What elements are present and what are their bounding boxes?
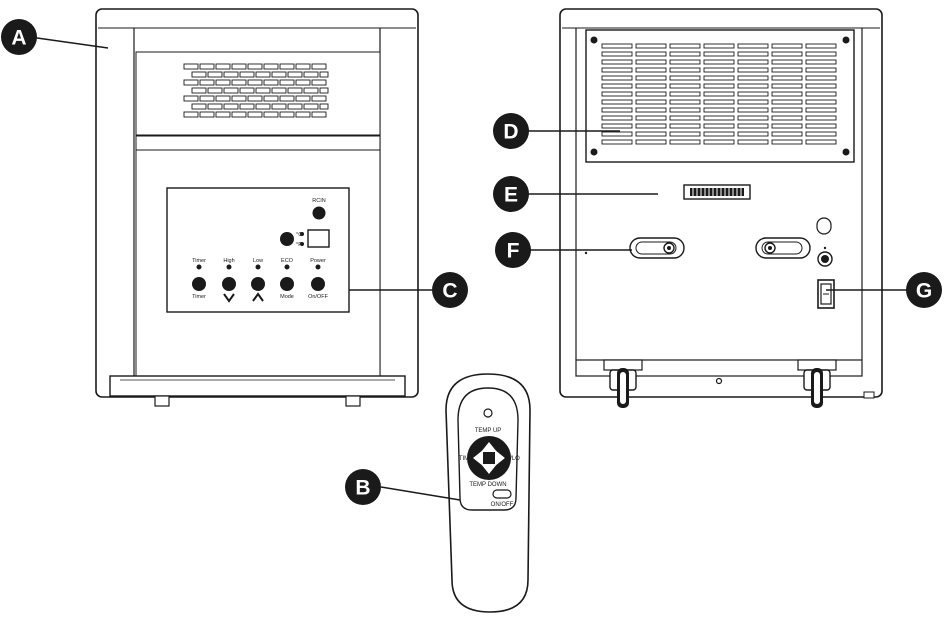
heater-front-view: RCIN °C °F Timer High Low ECO Power — [95, 8, 419, 407]
mode-button-label: Mode — [280, 294, 294, 300]
cord-outlet — [816, 217, 832, 235]
temp-up-button — [251, 277, 265, 291]
chevron-up-icon — [252, 292, 264, 302]
callout-a: A — [1, 19, 37, 55]
remote-d-pad — [467, 436, 511, 480]
fahrenheit-indicator: °F — [296, 242, 302, 248]
on-off-button-label: On/OFF — [308, 294, 329, 300]
display-knob — [280, 232, 294, 246]
callout-f-label: F — [507, 240, 520, 263]
arrow-left-icon — [473, 450, 483, 466]
callout-b-label: B — [355, 477, 370, 500]
cord-wrap-right — [755, 237, 811, 259]
main-power-switch — [817, 279, 835, 309]
leader-lines — [29, 36, 910, 501]
callout-g-label: G — [916, 280, 932, 303]
front-left-foot — [154, 395, 170, 407]
celsius-indicator: °C — [296, 232, 302, 238]
callout-d-label: D — [503, 121, 518, 144]
mode-button — [280, 277, 294, 291]
indicator-low-label: Low — [253, 258, 263, 264]
remote-on-off-button — [492, 489, 512, 499]
arrow-right-icon — [495, 450, 505, 466]
remote-ir-sensor — [483, 408, 493, 418]
remote-control: TEMP UP TIME HI/LO TEMP DOWN ON/OFF — [445, 373, 531, 613]
callout-c: C — [432, 272, 468, 308]
indicator-eco-label: ECO — [281, 258, 294, 264]
arrow-up-icon — [481, 442, 497, 452]
heater-back-view — [559, 8, 883, 408]
caster-left — [603, 359, 643, 408]
cord-wrap-left — [629, 237, 685, 259]
on-off-button — [311, 277, 325, 291]
back-air-intake-grille — [585, 29, 855, 163]
callout-d: D — [493, 113, 529, 149]
callout-a-label: A — [11, 27, 26, 50]
rear-handle — [683, 184, 751, 200]
timer-button — [192, 277, 206, 291]
indicator-high-label: High — [223, 258, 234, 264]
remote-temp-up-label: TEMP UP — [475, 428, 502, 434]
arrow-down-icon — [481, 464, 497, 474]
indicator-power-label: Power — [310, 258, 326, 264]
callout-e: E — [493, 176, 529, 212]
remote-temp-down-label: TEMP DOWN — [469, 482, 506, 488]
front-right-foot — [345, 395, 361, 407]
callout-g: G — [906, 272, 942, 308]
temp-down-button — [222, 277, 236, 291]
rcin-label: RCIN — [312, 198, 325, 204]
callout-c-label: C — [442, 280, 457, 303]
callout-b: B — [345, 469, 381, 505]
control-panel: RCIN °C °F Timer High Low ECO Power — [166, 187, 350, 313]
callout-f: F — [495, 232, 531, 268]
indicator-timer-label: Timer — [192, 258, 206, 264]
front-grille — [183, 63, 329, 118]
timer-button-label: Timer — [192, 294, 206, 300]
remote-hi-lo-label: HI/LO — [504, 456, 520, 462]
rcin-sensor — [312, 206, 326, 220]
temperature-display — [307, 229, 330, 248]
chevron-down-icon — [223, 293, 235, 303]
remote-time-label: TIME — [459, 456, 473, 462]
indicator-lights — [196, 264, 321, 270]
remote-on-off-label: ON/OFF — [491, 502, 514, 508]
caster-right — [797, 359, 837, 408]
callout-e-label: E — [504, 184, 518, 207]
